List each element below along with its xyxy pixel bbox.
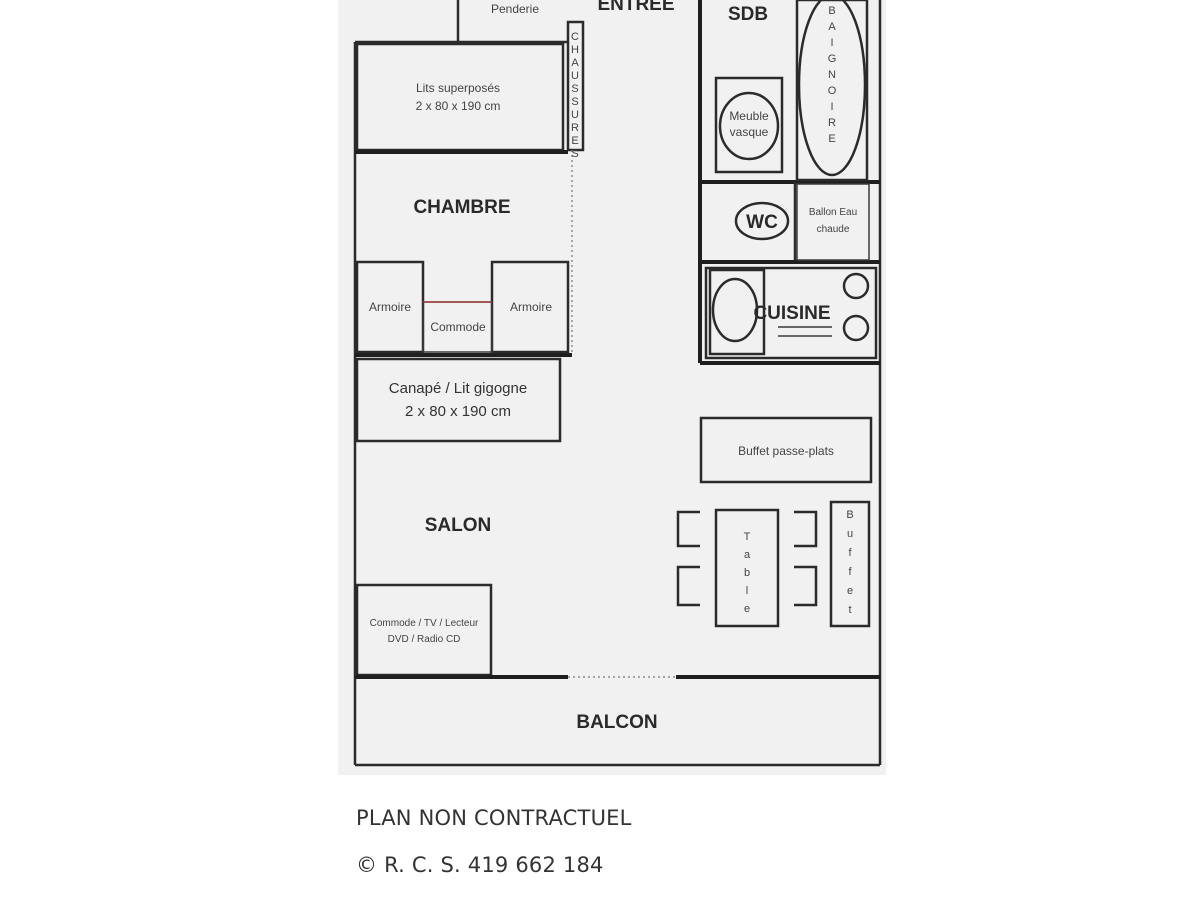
plan-paper (338, 0, 886, 775)
kitchen-counter (704, 266, 878, 360)
chambre-label: CHAMBRE (413, 197, 510, 218)
sofa-bed (355, 357, 562, 443)
penderie-label: Penderie (491, 2, 539, 16)
bathtub (795, 0, 869, 182)
shoe-cabinet (566, 20, 585, 152)
tv-commode-label-2: DVD / Radio CD (388, 634, 461, 645)
disclaimer-caption: PLAN NON CONTRACTUEL (356, 806, 632, 830)
cuisine-label: CUISINE (753, 303, 830, 324)
balcon-label: BALCON (576, 712, 657, 733)
kitchen-sink (711, 277, 759, 343)
tv-commode-label-1: Commode / TV / Lecteur (370, 618, 479, 629)
buffet (829, 500, 871, 628)
water-heater-label-1: Ballon Eau (809, 207, 857, 218)
dining-table (714, 508, 780, 628)
armoire-right-label: Armoire (510, 300, 552, 314)
entree-label: ENTREE (597, 0, 674, 15)
chair-right-top (794, 510, 818, 548)
bathtub-basin (797, 0, 867, 177)
sdb-label: SDB (728, 4, 768, 25)
wc-label: WC (746, 212, 778, 233)
chair-left-top (676, 510, 700, 548)
sofa-bed-label-1: Canapé / Lit gigogne (389, 380, 527, 397)
vanity-basin (718, 91, 780, 161)
vanity-label-2: vasque (730, 125, 769, 139)
cooktop-burner-top (842, 272, 870, 300)
armoire-left-label: Armoire (369, 300, 411, 314)
commode-label: Commode (430, 320, 486, 334)
chair-right-bottom (794, 565, 818, 607)
salon-label: SALON (425, 515, 492, 536)
vanity-label-1: Meuble (729, 109, 769, 123)
chair-left-bottom (676, 565, 700, 607)
serving-buffet-label: Buffet passe-plats (738, 444, 834, 458)
sofa-bed-label-2: 2 x 80 x 190 cm (405, 403, 511, 420)
vanity-unit (714, 76, 784, 174)
kitchen-sink-cabinet (708, 268, 766, 356)
cooktop-burner-bottom (842, 314, 870, 342)
rcs-caption: © R. C. S. 419 662 184 (356, 853, 604, 877)
water-heater-label-2: chaude (817, 224, 850, 235)
bunk-beds-label-1: Lits superposés (416, 81, 500, 95)
serving-buffet (699, 416, 873, 484)
water-heater (796, 183, 870, 261)
bunk-beds-label-2: 2 x 80 x 190 cm (416, 99, 501, 113)
wc-bowl (734, 201, 790, 241)
